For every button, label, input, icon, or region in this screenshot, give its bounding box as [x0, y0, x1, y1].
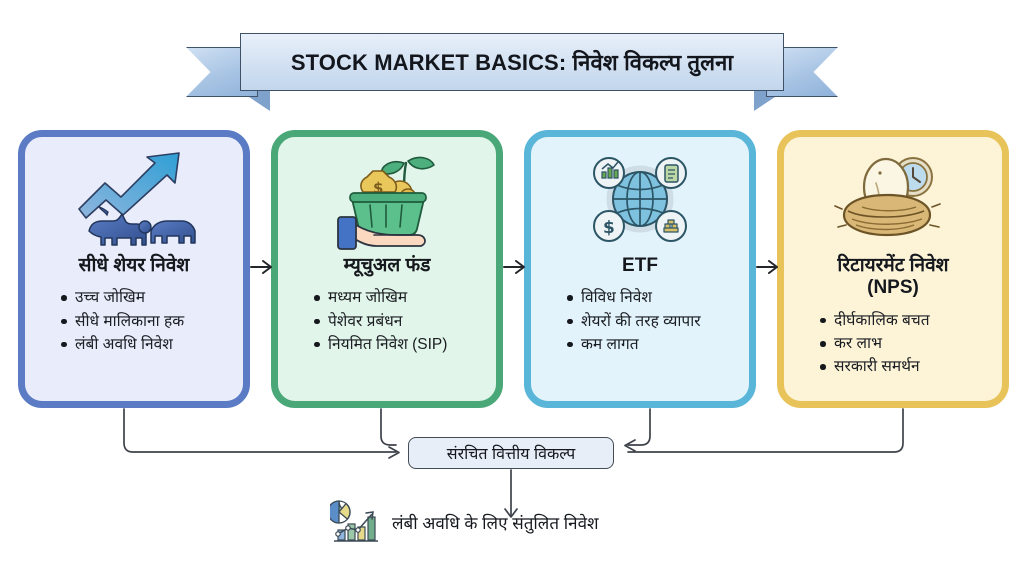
svg-text:$: $ [373, 179, 383, 197]
card-title: ETF [622, 255, 658, 276]
pie-bar-growth-chart-icon [327, 497, 380, 548]
title-ribbon: STOCK MARKET BASICS: निवेश विकल्प तुलना [186, 33, 838, 111]
step-arrow-2 [503, 258, 529, 276]
step-arrow-1 [250, 258, 276, 276]
card-title: सीधे शेयर निवेश [78, 255, 190, 276]
card-title: म्यूचुअल फंड [343, 255, 431, 276]
card-title-line2: (NPS) [867, 277, 919, 299]
outcome-label: लंबी अवधि के लिए संतुलित निवेश [392, 513, 599, 533]
outcome-row: लंबी अवधि के लिए संतुलित निवेश [327, 497, 710, 548]
list-item: दीर्घकालिक बचत [820, 309, 992, 332]
globe-assets-network-icon: $ [541, 145, 739, 253]
card-direct-equity[interactable]: सीधे शेयर निवेश उच्च जोखिम सीधे मालिकाना… [18, 130, 250, 408]
nest-egg-clock-icon [794, 145, 992, 253]
card-bullet-list: दीर्घकालिक बचत कर लाभ सरकारी समर्थन [794, 309, 992, 379]
list-item: पेशेवर प्रबंधन [314, 310, 486, 333]
hub-box[interactable]: संरचित वित्तीय विकल्प [408, 437, 614, 469]
card-bullet-list: उच्च जोखिम सीधे मालिकाना हक लंबी अवधि नि… [35, 286, 233, 356]
card-bullet-list: विविध निवेश शेयरों की तरह व्यापार कम लाग… [541, 286, 739, 356]
list-item: विविध निवेश [567, 286, 739, 309]
card-etf[interactable]: $ ETF विविध निवेश शेयरों की तरह व्यापार … [524, 130, 756, 408]
list-item: उच्च जोखिम [61, 286, 233, 309]
card-title-line1: रिटायरमेंट निवेश [837, 255, 949, 276]
card-mutual-fund[interactable]: $ म्यूचुअल फंड मध्यम जोखिम पेशेवर प्रबंध… [271, 130, 503, 408]
list-item: नियमित निवेश (SIP) [314, 333, 486, 356]
card-nps[interactable]: रिटायरमेंट निवेश (NPS) दीर्घकालिक बचत कर… [777, 130, 1009, 408]
list-item: सीधे मालिकाना हक [61, 310, 233, 333]
list-item: मध्यम जोखिम [314, 286, 486, 309]
bull-bear-growth-arrow-icon [35, 145, 233, 253]
card-bullet-list: मध्यम जोखिम पेशेवर प्रबंधन नियमित निवेश … [288, 286, 486, 356]
hand-holding-basket-money-plant-icon: $ [288, 145, 486, 253]
list-item: कम लागत [567, 333, 739, 356]
list-item: लंबी अवधि निवेश [61, 333, 233, 356]
ribbon-band: STOCK MARKET BASICS: निवेश विकल्प तुलना [240, 33, 784, 91]
hub-label: संरचित वित्तीय विकल्प [446, 446, 576, 463]
list-item: सरकारी समर्थन [820, 355, 992, 378]
list-item: कर लाभ [820, 332, 992, 355]
list-item: शेयरों की तरह व्यापार [567, 310, 739, 333]
step-arrow-3 [756, 258, 782, 276]
page-title: STOCK MARKET BASICS: निवेश विकल्प तुलना [290, 50, 734, 75]
svg-text:$: $ [603, 218, 615, 238]
card-title: रिटायरमेंट निवेश (NPS) [837, 255, 948, 300]
